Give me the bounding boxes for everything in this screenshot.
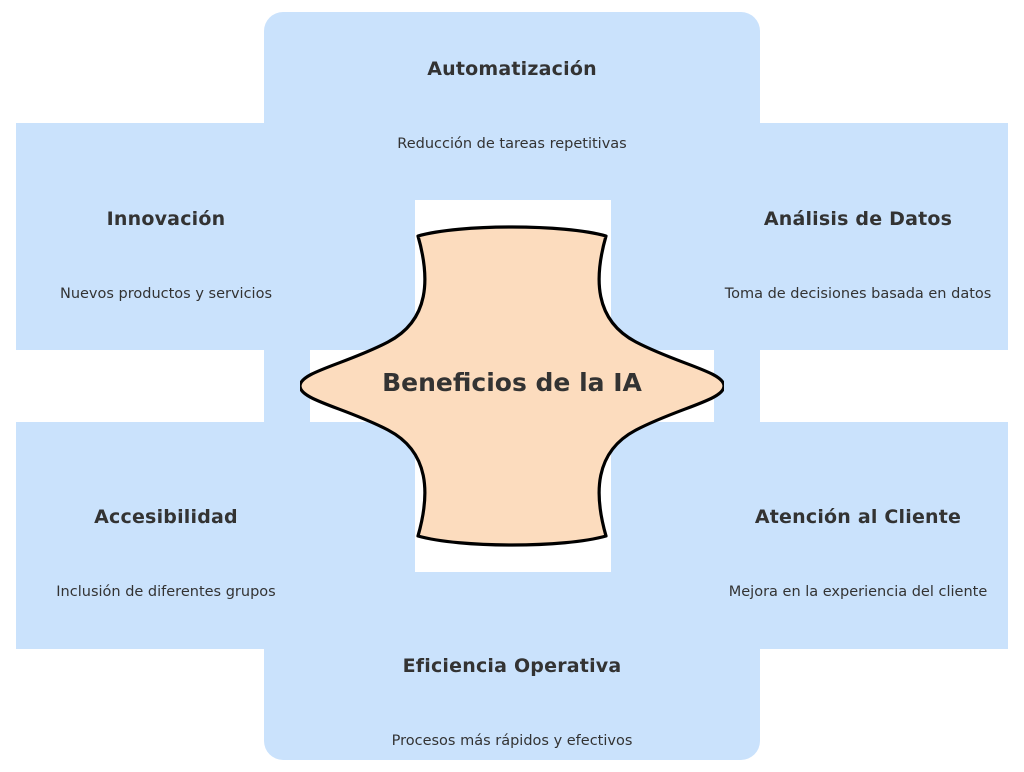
center-node-shape[interactable] xyxy=(300,224,724,548)
